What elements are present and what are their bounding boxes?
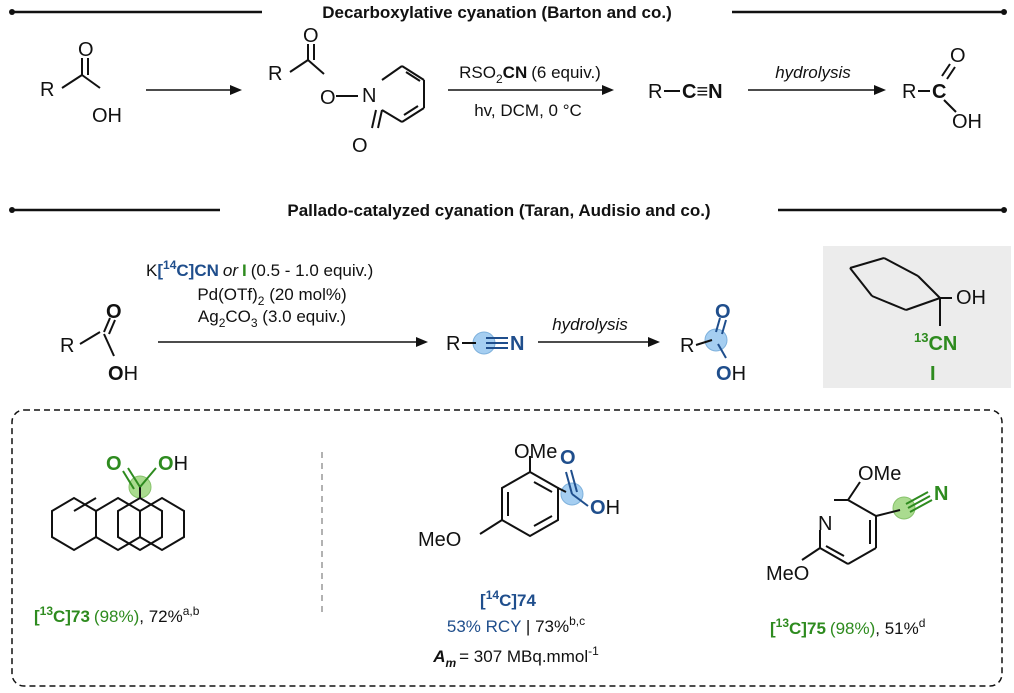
reagent-sulfonyl-cyanide: RSO2CN(6 equiv.) [459, 63, 601, 86]
acid-2-C: C [932, 81, 946, 103]
acid-3-O: O [106, 301, 122, 323]
carboxylic-acid-structure [61, 58, 101, 89]
reagent-I-panel [823, 246, 1011, 388]
compound-73-OH: OH [158, 453, 188, 475]
section-1-title: Decarboxylative cyanation (Barton and co… [322, 3, 672, 22]
compound-73-caption: [13C]73(98%), 72%a,b [34, 604, 200, 626]
nitrile-R: R [648, 81, 662, 103]
catalyst-line: Pd(OTf)2 (20 mol%) [197, 285, 346, 308]
compound-75-N-ring: N [818, 513, 832, 535]
compound-75-OMe: OMe [858, 463, 901, 485]
compound-74-O: O [560, 447, 576, 469]
section-2-header: Pallado-catalyzed cyanation (Taran, Audi… [9, 201, 1007, 220]
compound-74-ring-bond [557, 487, 567, 493]
acid-4-OH: OH [716, 363, 746, 385]
acid-2-R: R [902, 81, 916, 103]
nitrile-2-N: N [510, 333, 524, 355]
ester-N: N [362, 85, 376, 107]
compound-75-structure [801, 481, 877, 565]
acid-1-OH: OH [92, 105, 122, 127]
compound-75-cn-bond [875, 509, 901, 517]
arrow-4-head [416, 337, 428, 347]
compound-74-rcy: 53% RCY | 73%b,c [447, 614, 585, 636]
ester-O2: O [320, 87, 336, 109]
hydrolysis-label-2: hydrolysis [552, 315, 628, 334]
arrow-1-head [230, 85, 242, 95]
examples-box [11, 409, 1003, 687]
section-2-title: Pallado-catalyzed cyanation (Taran, Audi… [287, 201, 710, 220]
reagent-I-OH: OH [956, 287, 986, 309]
compound-74-label: [14C]74 [480, 588, 536, 610]
arrow-2-head [602, 85, 614, 95]
compound-74-cooh-bonds [565, 469, 589, 507]
acid-4-R: R [680, 335, 694, 357]
ester-R: R [268, 63, 282, 85]
base-line: Ag2CO3 (3.0 equiv.) [198, 307, 346, 330]
arrow-3-head [874, 85, 886, 95]
ester-O1: O [303, 25, 319, 47]
reagent-I-label: I [930, 363, 936, 385]
compound-73-O: O [106, 453, 122, 475]
nitrile-2-triple [486, 337, 508, 349]
acid-3-OH: OH [108, 363, 138, 385]
acid-3-R: R [60, 335, 74, 357]
acid-4-O: O [715, 301, 731, 323]
reagent-I-13CN: 13CN [914, 330, 957, 355]
compound-74-OMe: OMe [514, 441, 557, 463]
hydrolysis-label-1: hydrolysis [775, 63, 851, 82]
compound-75-MeO: MeO [766, 563, 809, 585]
acid-4-bonds-blue [715, 317, 727, 359]
compound-75-N-nitrile: N [934, 483, 948, 505]
barton-ester-structure [289, 44, 425, 129]
compound-73-structure [51, 467, 185, 552]
acid-3-bonds [79, 317, 116, 357]
acid-2-O: O [950, 45, 966, 67]
ester-O3: O [352, 135, 368, 157]
acid-2-bonds [941, 63, 957, 113]
compound-75-caption: [13C]75(98%), 51%d [770, 616, 925, 638]
compound-74-activity: Am= 307 MBq.mmol-1 [432, 644, 599, 670]
acid-4-bonds [695, 339, 713, 346]
nitrile-CN: C≡N [682, 81, 723, 103]
section-1-header: Decarboxylative cyanation (Barton and co… [9, 3, 1007, 22]
nitrile-2-R: R [446, 333, 460, 355]
conditions-1: hv, DCM, 0 °C [474, 101, 582, 120]
acid-2-OH: OH [952, 111, 982, 133]
compound-74-MeO: MeO [418, 529, 461, 551]
acid-1-R: R [40, 79, 54, 101]
compound-74-structure [479, 456, 559, 538]
acid-label-glow [704, 328, 728, 352]
compound-74-OH: OH [590, 497, 620, 519]
compound-75-triple [905, 491, 933, 513]
acid-1-O: O [78, 39, 94, 61]
cyclohexane-ring [849, 257, 952, 326]
arrow-5-head [648, 337, 660, 347]
